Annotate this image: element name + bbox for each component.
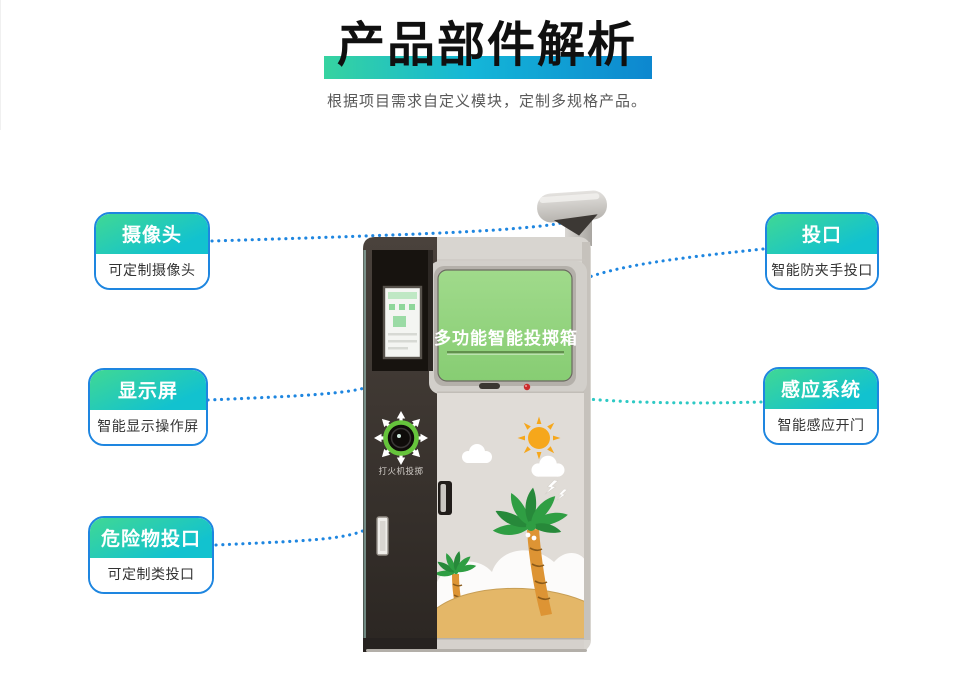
dark-column-details: 打火机投掷 bbox=[372, 250, 433, 556]
sun-icon bbox=[517, 416, 561, 460]
machine-base bbox=[363, 638, 587, 652]
left-edge-line bbox=[0, 0, 1, 130]
callout-display-desc: 智能显示操作屏 bbox=[90, 410, 206, 444]
callout-slot: 投口 智能防夹手投口 bbox=[765, 212, 879, 290]
callout-camera-desc: 可定制摄像头 bbox=[96, 254, 208, 288]
callout-hazard: 危险物投口 可定制类投口 bbox=[88, 516, 214, 594]
machine-screen-text: 多功能智能投掷箱 bbox=[434, 328, 578, 348]
callout-camera-title: 摄像头 bbox=[96, 214, 208, 254]
machine-screen: 多功能智能投掷箱 bbox=[429, 261, 587, 394]
callout-sensor-title: 感应系统 bbox=[765, 369, 877, 409]
callout-camera: 摄像头 可定制摄像头 bbox=[94, 212, 210, 290]
machine-illustration: 多功能智能投掷箱 bbox=[363, 190, 608, 652]
screen-slot bbox=[447, 351, 564, 354]
sensor-dot bbox=[523, 383, 531, 391]
cloud-icons bbox=[462, 444, 565, 477]
lightning-icons bbox=[544, 479, 568, 501]
page-subtitle: 根据项目需求自定义模块，定制多规格产品。 bbox=[326, 93, 647, 110]
door-handle bbox=[438, 481, 452, 515]
display-connector-line bbox=[206, 339, 400, 402]
key-slot bbox=[479, 383, 500, 389]
callout-hazard-desc: 可定制类投口 bbox=[90, 558, 212, 592]
callout-display-title: 显示屏 bbox=[90, 370, 206, 410]
callout-sensor-desc: 智能感应开门 bbox=[765, 409, 877, 443]
small-display-screen bbox=[382, 285, 423, 360]
lighter-port-icon bbox=[374, 411, 428, 465]
title-highlight-bar bbox=[324, 56, 652, 79]
page-title: 产品部件解析 bbox=[336, 19, 637, 72]
callout-slot-desc: 智能防夹手投口 bbox=[767, 254, 877, 288]
callout-hazard-title: 危险物投口 bbox=[90, 518, 212, 558]
callout-slot-title: 投口 bbox=[767, 214, 877, 254]
callout-display: 显示屏 智能显示操作屏 bbox=[88, 368, 208, 446]
lighter-port-label: 打火机投掷 bbox=[378, 466, 423, 476]
callout-sensor: 感应系统 智能感应开门 bbox=[763, 367, 879, 445]
machine-artwork-panel bbox=[437, 393, 584, 639]
big-palm-tree bbox=[492, 486, 569, 616]
